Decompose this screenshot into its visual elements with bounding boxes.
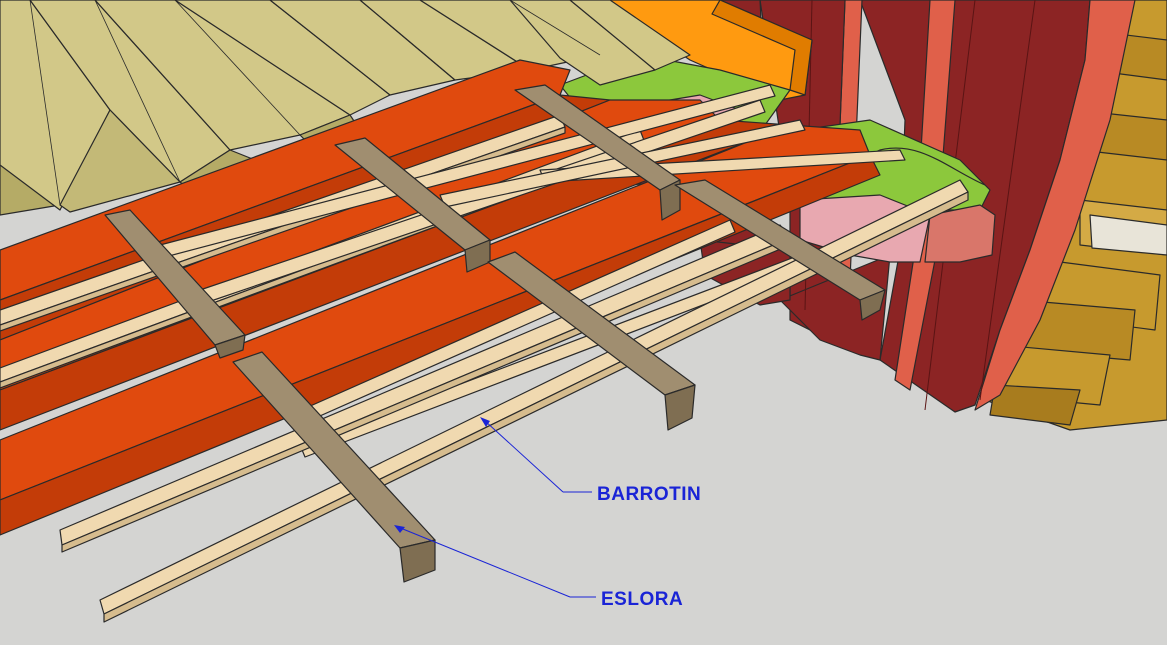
eslora-label: ESLORA — [601, 589, 683, 610]
eslora-members — [104, 84, 886, 583]
callout-eslora: ESLORA — [394, 525, 683, 610]
barrotin-label: BARROTIN — [597, 484, 701, 505]
callout-barrotin: BARROTIN — [480, 417, 701, 505]
eslora-arrowhead — [394, 525, 405, 533]
barrotin-arrowhead — [480, 417, 490, 427]
eslora-leader-line — [397, 526, 571, 598]
barrotin-leader-line — [483, 419, 564, 493]
